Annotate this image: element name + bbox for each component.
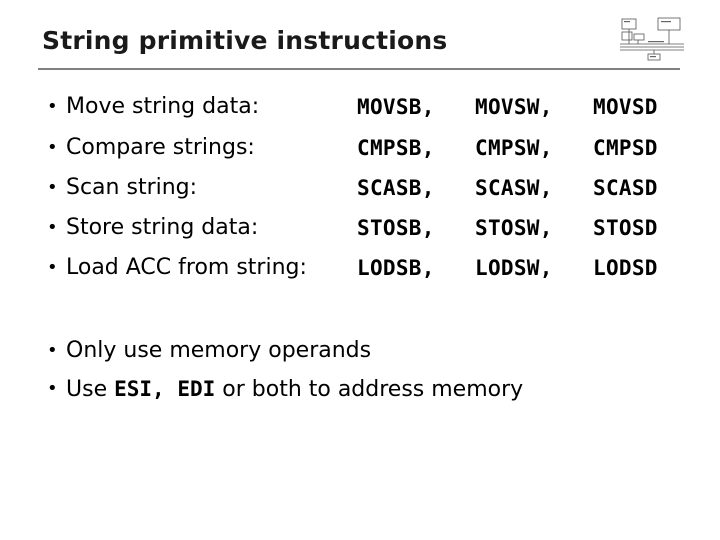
note-suffix: or both to address memory — [222, 377, 524, 402]
instruction-byte: STOSB, — [357, 216, 435, 240]
instruction-word: CMPSW, — [475, 136, 553, 160]
register-names: ESI, EDI — [114, 377, 216, 401]
instruction-word: LODSW, — [475, 256, 553, 280]
instruction-dword: CMPSD — [593, 136, 658, 160]
instruction-label: Store string data: — [66, 215, 259, 240]
instruction-label: Compare strings: — [66, 135, 255, 160]
note-text: Use ESI, EDI or both to address memory — [66, 371, 523, 408]
bullet: • — [47, 378, 58, 399]
instruction-label: Move string data: — [66, 94, 260, 119]
bullet: • — [47, 340, 58, 361]
instruction-label: Load ACC from string: — [66, 255, 307, 280]
instruction-byte: CMPSB, — [357, 136, 435, 160]
instruction-byte: SCASB, — [357, 176, 435, 200]
instruction-word: SCASW, — [475, 176, 553, 200]
note-prefix: Use — [66, 377, 108, 402]
instruction-label: Scan string: — [66, 175, 198, 200]
instruction-dword: STOSD — [593, 216, 658, 240]
bullet: • — [47, 96, 58, 117]
note-text: Only use memory operands — [66, 338, 372, 363]
instruction-word: STOSW, — [475, 216, 553, 240]
title-divider — [38, 68, 680, 70]
instruction-byte: MOVSB, — [357, 95, 435, 119]
bullet: • — [47, 137, 58, 158]
architecture-diagram-icon — [620, 17, 684, 61]
instruction-dword: MOVSD — [593, 95, 658, 119]
bullet: • — [47, 257, 58, 278]
instruction-word: MOVSW, — [475, 95, 553, 119]
bullet: • — [47, 217, 58, 238]
instruction-dword: LODSD — [593, 256, 658, 280]
bullet: • — [47, 177, 58, 198]
slide-title: String primitive instructions — [42, 26, 448, 55]
instruction-byte: LODSB, — [357, 256, 435, 280]
instruction-dword: SCASD — [593, 176, 658, 200]
